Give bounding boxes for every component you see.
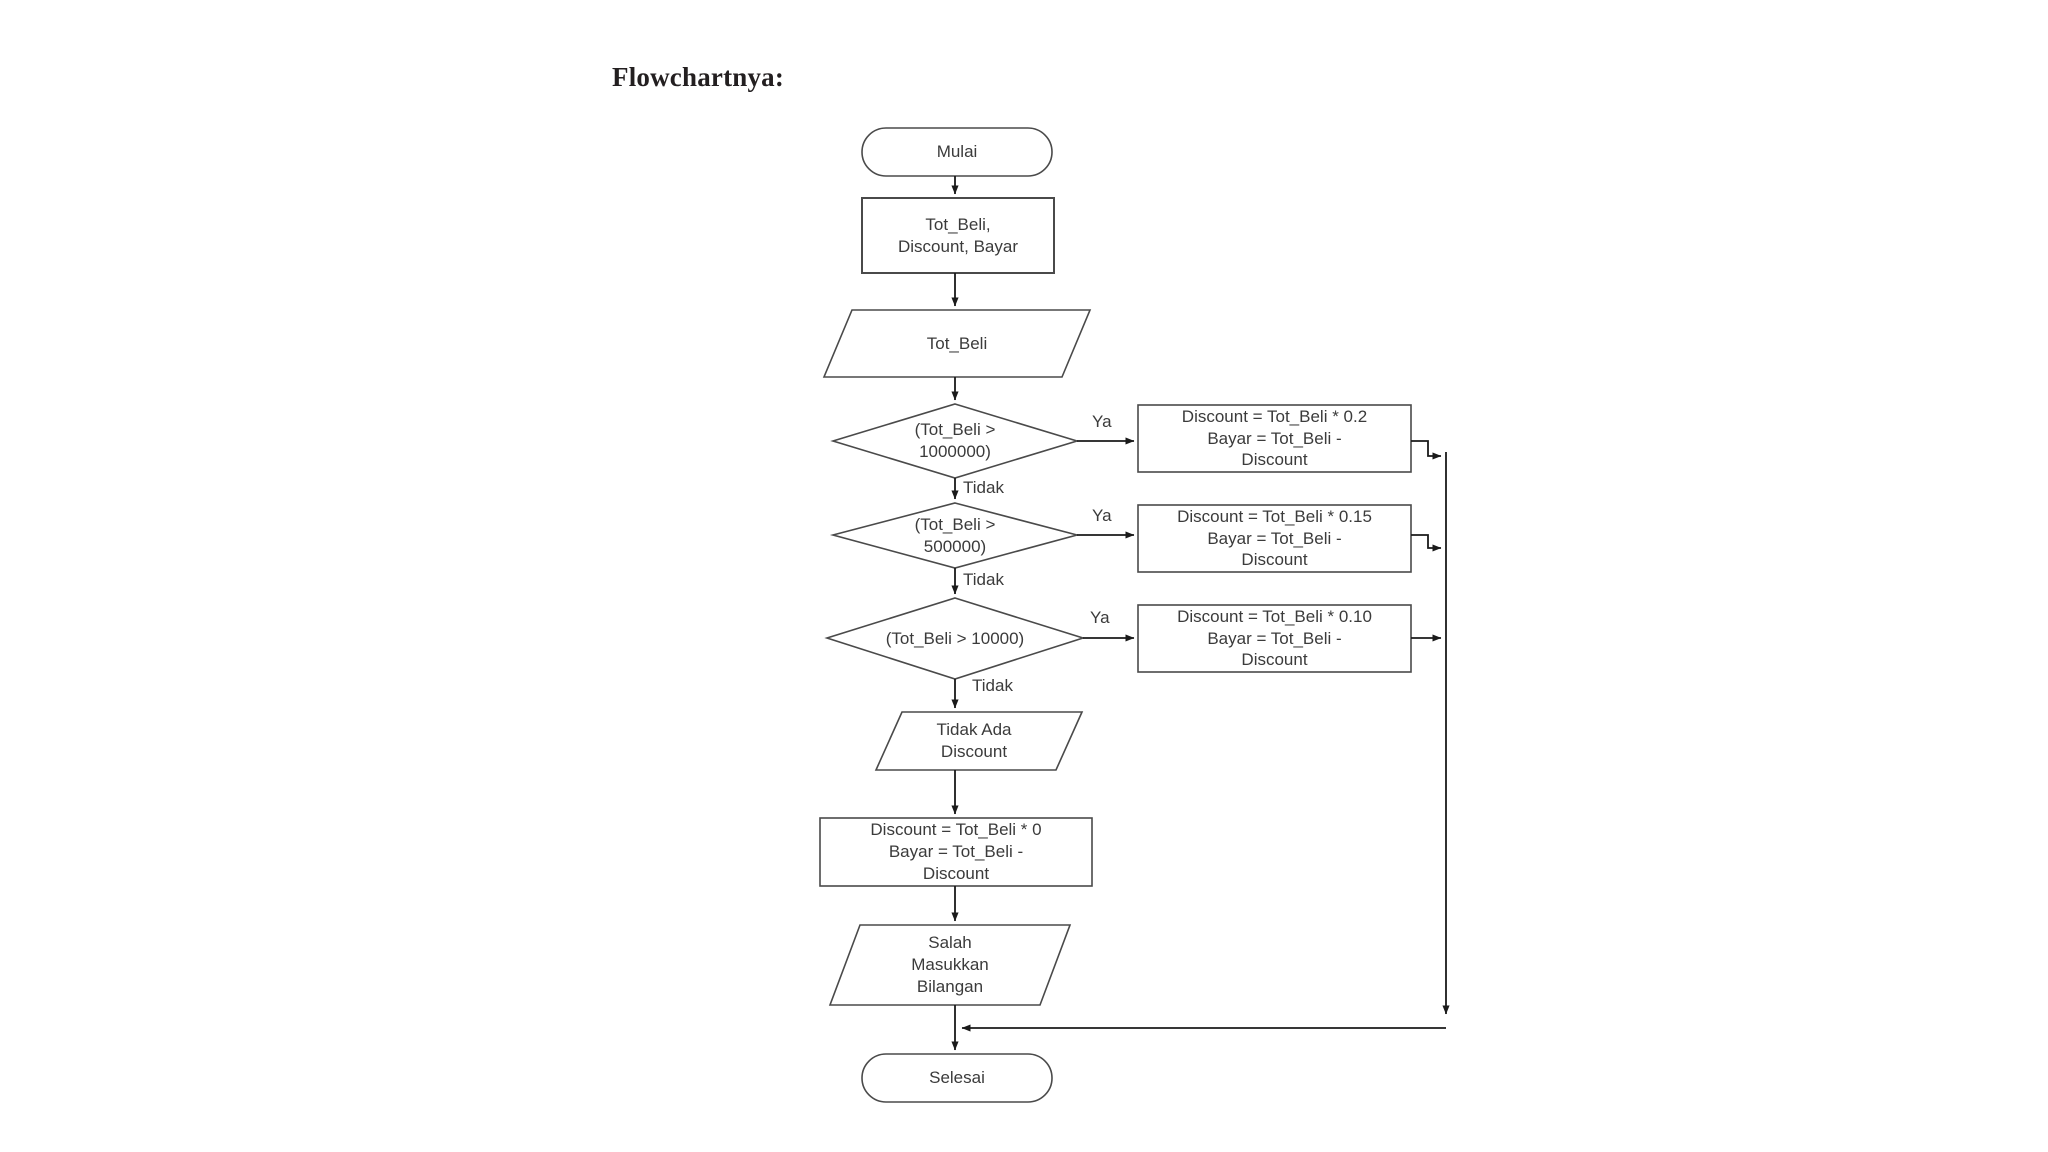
edge-label-yes-3: Ya [1090,608,1110,627]
edge-label-no-1: Tidak [963,478,1004,497]
node-output-error-shape [828,924,1072,1006]
node-decision3-shape [824,597,1086,680]
node-process-zero-shape [819,817,1093,887]
node-declare-shape [861,197,1055,274]
edge-label-no-3: Tidak [972,676,1013,695]
node-start-shape [861,127,1053,177]
node-process3-shape [1137,604,1412,673]
node-input-totbeli-shape [822,309,1092,378]
node-process2-shape [1137,504,1412,573]
edge-label-yes-1: Ya [1092,412,1112,431]
edge-process1-to-bus [1411,440,1442,460]
node-end-shape [861,1053,1053,1103]
node-decision2-shape [829,502,1081,569]
edge-label-no-2: Tidak [963,570,1004,589]
node-decision1-shape [830,403,1080,479]
page-title: Flowchartnya: [612,62,785,92]
edge-label-yes-2: Ya [1092,506,1112,525]
edge-process2-to-bus [1411,534,1442,552]
node-process1-shape [1137,404,1412,473]
node-output-nodiscount-shape [874,711,1084,771]
